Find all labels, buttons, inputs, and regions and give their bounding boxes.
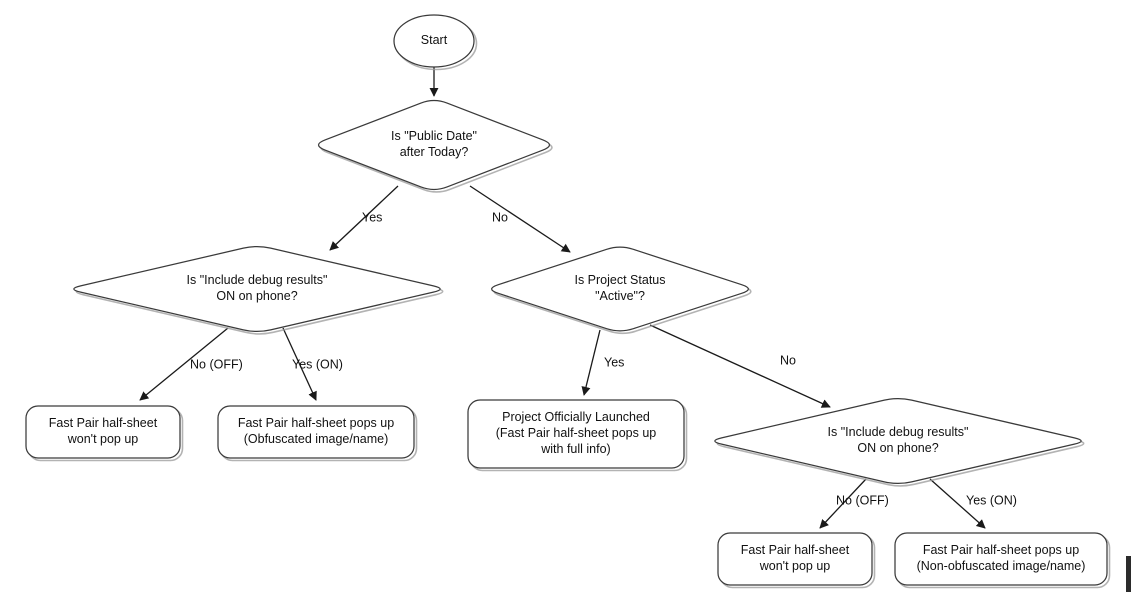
edge-debug-left-yes-on: Yes (ON) xyxy=(282,327,343,401)
edge-line-public-date-yes xyxy=(329,185,399,251)
result-non-obfuscated-box[interactable] xyxy=(894,532,1108,586)
edge-line-debug-right-no-off xyxy=(819,478,867,529)
project-status-decision-diamond[interactable] xyxy=(491,246,749,332)
edge-label-debug-right-yes-on: Yes (ON) xyxy=(966,493,1017,507)
public-date-decision-label: Is "Public Date"after Today? xyxy=(391,129,477,159)
result-obfuscated-box[interactable] xyxy=(217,405,415,459)
edge-line-debug-left-yes-on xyxy=(282,327,317,401)
edge-debug-right-no-off: No (OFF) xyxy=(819,478,889,529)
edge-public-date-yes: Yes xyxy=(329,185,399,251)
edge-public-date-no: No xyxy=(469,185,571,253)
node-result-non-obfuscated[interactable]: Fast Pair half-sheet pops up(Non-obfusca… xyxy=(894,532,1111,589)
start-label: Start xyxy=(421,33,448,47)
result-no-popup-left-box[interactable] xyxy=(25,405,181,459)
result-officially-launched-box[interactable] xyxy=(467,399,685,469)
edge-project-status-no: No xyxy=(649,324,831,408)
edge-label-project-status-no: No xyxy=(780,353,796,367)
result-obfuscated-label: Fast Pair half-sheet pops up(Obfuscated … xyxy=(238,416,394,446)
edge-label-debug-left-yes-on: Yes (ON) xyxy=(292,357,343,371)
edge-line-debug-right-yes-on xyxy=(929,478,986,529)
edge-line-public-date-no xyxy=(469,185,571,253)
node-debug-results-left-decision[interactable]: Is "Include debug results"ON on phone? xyxy=(73,245,444,335)
edge-label-debug-right-no-off: No (OFF) xyxy=(836,493,889,507)
edge-line-project-status-yes xyxy=(581,329,601,396)
project-status-decision-label: Is Project Status"Active"? xyxy=(574,273,665,303)
node-result-obfuscated[interactable]: Fast Pair half-sheet pops up(Obfuscated … xyxy=(217,405,418,462)
edge-line-project-status-no xyxy=(649,324,831,408)
edge-debug-right-yes-on: Yes (ON) xyxy=(929,478,1017,529)
result-officially-launched-label: Project Officially Launched(Fast Pair ha… xyxy=(496,410,657,456)
result-no-popup-right-box[interactable] xyxy=(717,532,873,586)
edge-debug-left-no-off: No (OFF) xyxy=(139,327,243,401)
edge-label-public-date-yes: Yes xyxy=(362,210,382,224)
edge-label-public-date-no: No xyxy=(492,210,508,224)
node-project-status-decision[interactable]: Is Project Status"Active"? xyxy=(491,246,752,335)
edge-label-debug-left-no-off: No (OFF) xyxy=(190,357,243,371)
node-start[interactable]: Start xyxy=(393,14,478,71)
start-ellipse[interactable] xyxy=(393,14,475,68)
crop-mark xyxy=(1126,556,1131,592)
debug-results-right-decision-label: Is "Include debug results"ON on phone? xyxy=(828,425,969,455)
node-result-officially-launched[interactable]: Project Officially Launched(Fast Pair ha… xyxy=(467,399,688,472)
debug-results-left-decision-diamond[interactable] xyxy=(73,245,441,333)
debug-results-left-decision-label: Is "Include debug results"ON on phone? xyxy=(187,273,328,303)
artifacts-layer xyxy=(1126,556,1131,592)
edge-line-debug-left-no-off xyxy=(139,327,229,401)
debug-results-right-decision-diamond[interactable] xyxy=(714,397,1082,485)
result-non-obfuscated-label: Fast Pair half-sheet pops up(Non-obfusca… xyxy=(917,543,1086,573)
edge-project-status-yes: Yes xyxy=(581,329,624,396)
nodes-layer: Start Is "Public Date"after Today? Is "Inc… xyxy=(25,14,1111,589)
node-debug-results-right-decision[interactable]: Is "Include debug results"ON on phone? xyxy=(714,397,1085,487)
edge-label-project-status-yes: Yes xyxy=(604,355,624,369)
public-date-decision-diamond[interactable] xyxy=(317,99,551,191)
node-public-date-decision[interactable]: Is "Public Date"after Today? xyxy=(317,99,553,193)
